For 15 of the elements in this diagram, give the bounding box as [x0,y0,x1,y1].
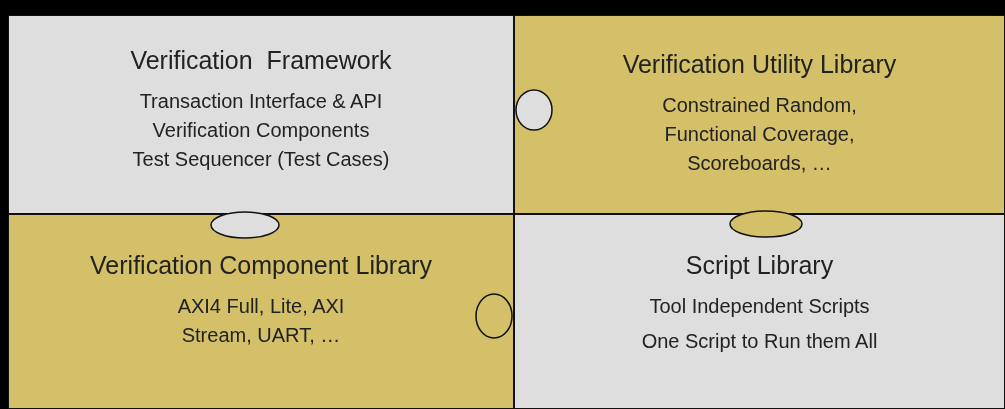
puzzle-piece [8,15,514,214]
piece-text: Constrained Random, Functional Coverage, Scoreboards, … [661,93,858,176]
puzzle-piece [8,214,514,409]
piece-text: AXI4 Full, Lite, AXI Stream, UART, … [176,294,346,348]
piece-text: Tool Independent Scripts [648,294,871,319]
puzzle-piece [514,15,1005,214]
piece-text: One Script to Run them All [640,329,879,354]
piece-text: Test Sequencer (Test Cases) [131,147,391,172]
piece-heading: Script Library [684,251,835,280]
piece-heading: Verification Framework [129,46,393,75]
piece-heading: Verification Component Library [89,251,433,280]
piece-heading: Verification Utility Library [621,50,898,79]
piece-text: Verification Components [151,118,371,143]
puzzle-piece [514,214,1005,409]
piece-text: Transaction Interface & API [138,89,384,114]
